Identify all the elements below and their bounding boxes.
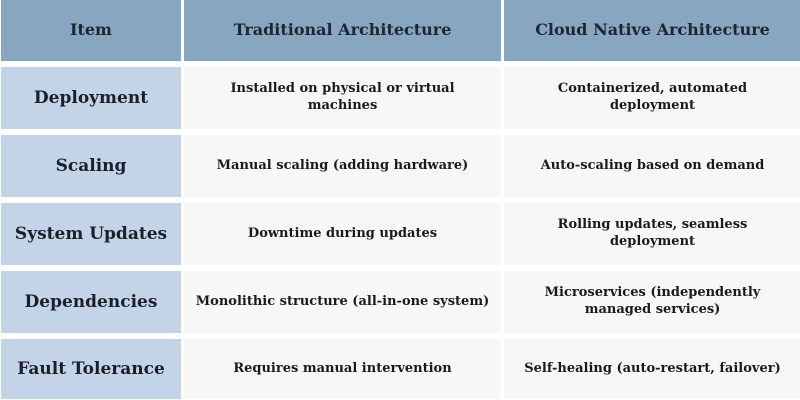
row-cloud-system-updates: Rolling updates, seamless deployment [504,203,800,265]
row-cloud-dependencies: Microservices (independently managed ser… [504,271,800,333]
header-item: Item [1,0,181,61]
row-traditional-system-updates: Downtime during updates [184,203,501,265]
row-item-dependencies: Dependencies [1,271,181,333]
row-traditional-deployment: Installed on physical or virtual machine… [184,67,501,129]
row-cloud-deployment: Containerized, automated deployment [504,67,800,129]
row-item-system-updates: System Updates [1,203,181,265]
row-item-deployment: Deployment [1,67,181,129]
row-cloud-fault-tolerance: Self-healing (auto-restart, failover) [504,339,800,399]
row-item-scaling: Scaling [1,135,181,197]
row-traditional-fault-tolerance: Requires manual intervention [184,339,501,399]
row-traditional-dependencies: Monolithic structure (all-in-one system) [184,271,501,333]
header-cloud-native-architecture: Cloud Native Architecture [504,0,800,61]
row-item-fault-tolerance: Fault Tolerance [1,339,181,399]
row-cloud-scaling: Auto-scaling based on demand [504,135,800,197]
row-traditional-scaling: Manual scaling (adding hardware) [184,135,501,197]
header-traditional-architecture: Traditional Architecture [184,0,501,61]
